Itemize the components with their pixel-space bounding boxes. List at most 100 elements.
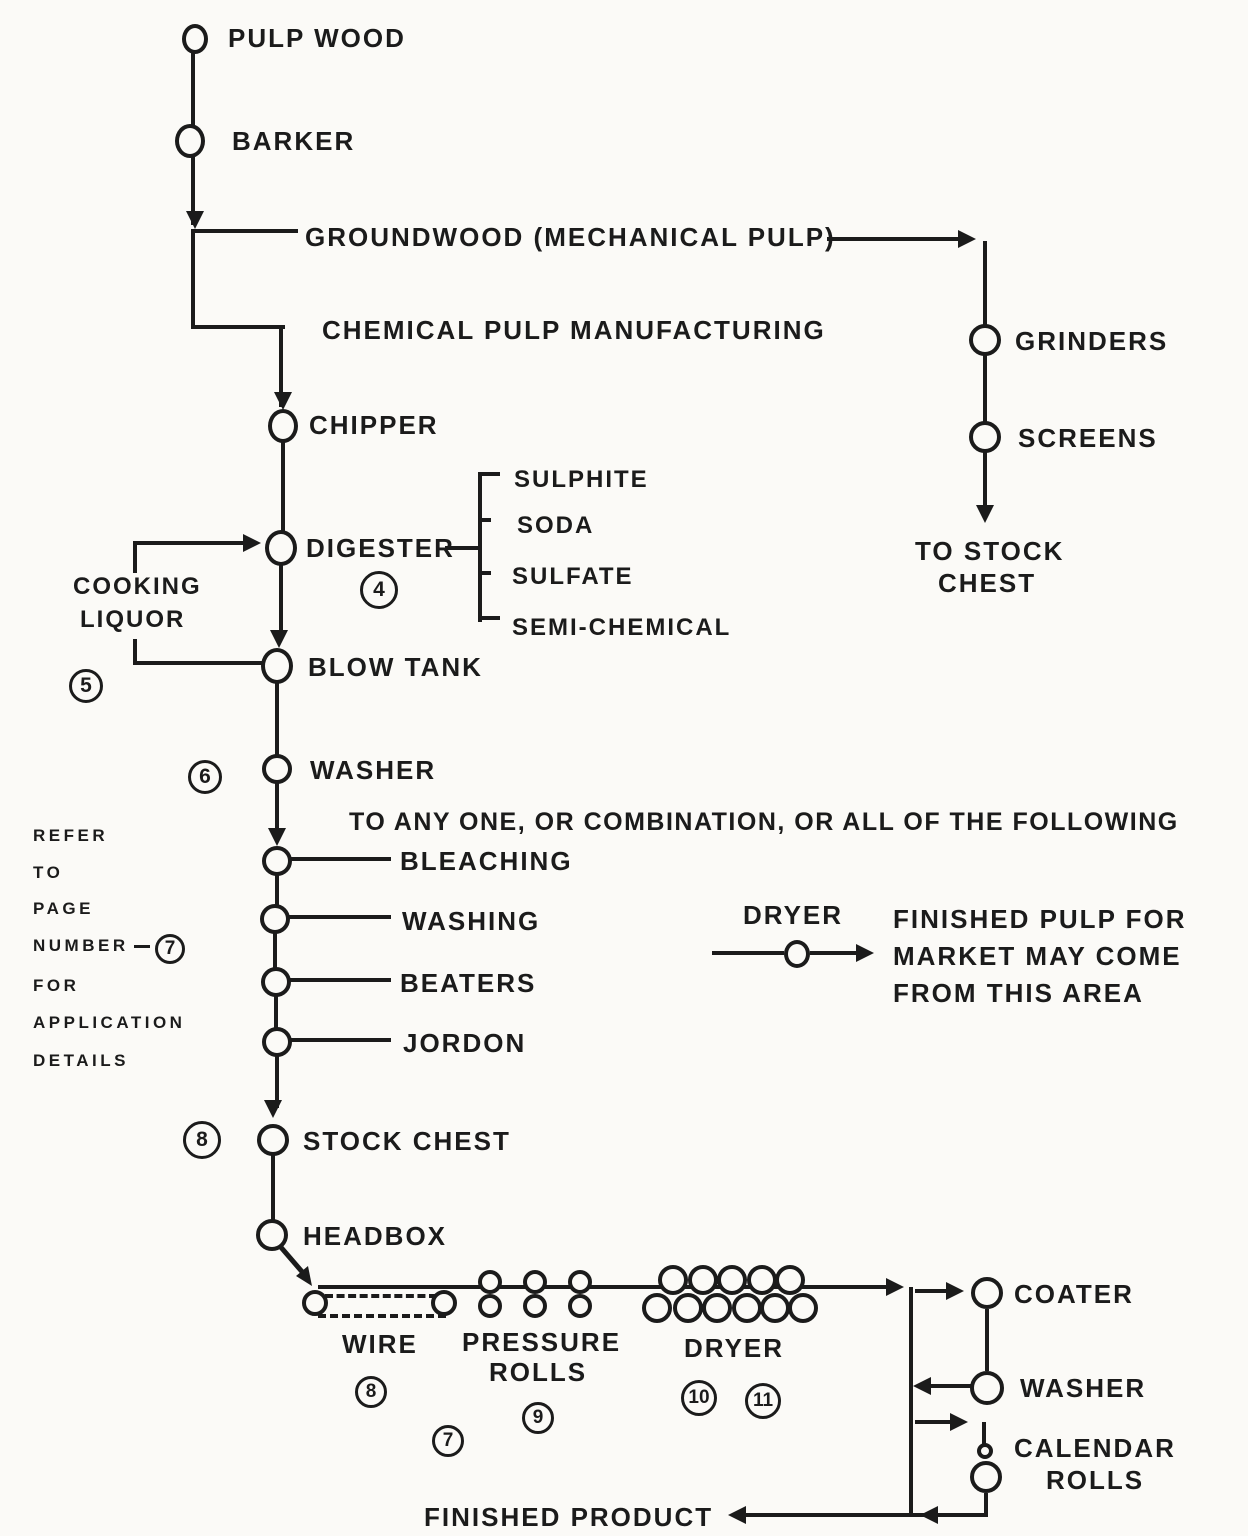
flow-line: [985, 1309, 989, 1371]
refer-note-line: DETAILS: [33, 1051, 129, 1070]
beaters-node: [261, 967, 291, 997]
flow-line: [271, 1155, 275, 1221]
pressure-roll: [478, 1294, 502, 1318]
wire-roll: [302, 1290, 328, 1316]
flow-line: [984, 1493, 988, 1517]
cooking-liquor-line: [133, 543, 137, 573]
refer-note-line: PAGE: [33, 899, 94, 918]
cooking-liquor-label: LIQUOR: [80, 606, 186, 633]
washer-label: WASHER: [310, 755, 437, 785]
cooking-liquor-line: [133, 541, 245, 545]
to-stock-chest-label: TO STOCK: [915, 536, 1065, 566]
barker-label: BARKER: [232, 126, 356, 156]
paper-web-line: [318, 1285, 894, 1289]
flow-line: [915, 1289, 949, 1293]
arrow-right-icon: [886, 1278, 904, 1296]
digester-label: DIGESTER: [306, 533, 455, 563]
to-stock-chest-label: CHEST: [938, 568, 1037, 598]
soda-label: SODA: [517, 512, 595, 539]
dryer-legend-label: DRYER: [743, 900, 844, 930]
dryer-roll: [658, 1265, 688, 1295]
calendar-rolls-label: ROLLS: [1046, 1465, 1145, 1495]
arrow-right-icon: [243, 534, 261, 552]
calendar-roll-large: [970, 1461, 1002, 1493]
flow-line: [279, 564, 283, 636]
headbox-arrow: [277, 1243, 312, 1286]
page-ref-10: 10: [681, 1380, 717, 1416]
pressure-roll: [568, 1294, 592, 1318]
arrow-down-icon: [186, 211, 204, 229]
refer-note-line: NUMBER: [33, 936, 129, 955]
dryer-roll: [702, 1293, 732, 1323]
washing-label: WASHING: [402, 906, 541, 936]
flow-line: [291, 1038, 391, 1042]
page-ref-9: 9: [522, 1402, 554, 1434]
dryer-roll: [788, 1293, 818, 1323]
wire-roll: [431, 1290, 457, 1316]
wire-belt-dashed: [318, 1314, 446, 1318]
digester-bracket: [478, 474, 482, 622]
pressure-roll: [478, 1270, 502, 1294]
sulfate-label: SULFATE: [512, 563, 634, 590]
arrow-right-icon: [950, 1413, 968, 1431]
washer-2-node: [970, 1371, 1004, 1405]
arrow-right-icon: [946, 1282, 964, 1300]
beaters-label: BEATERS: [400, 968, 537, 998]
chemical-pulp-heading: CHEMICAL PULP MANUFACTURING: [322, 315, 826, 345]
pressure-roll: [523, 1294, 547, 1318]
blow-tank-label: BLOW TANK: [308, 652, 483, 682]
flow-line: [275, 1056, 279, 1108]
wire-label: WIRE: [342, 1329, 418, 1359]
calendar-rolls-label: CALENDAR: [1014, 1433, 1176, 1463]
coater-label: COATER: [1014, 1279, 1134, 1309]
wire-belt-dashed: [325, 1294, 437, 1298]
digester-bracket: [478, 571, 491, 575]
dryer-roll: [688, 1265, 718, 1295]
dryer-roll: [717, 1265, 747, 1295]
coater-node: [971, 1277, 1003, 1309]
page-ref-7b: 7: [432, 1425, 464, 1457]
flow-line: [983, 241, 987, 326]
page-ref-11: 11: [745, 1383, 781, 1419]
flow-line: [930, 1384, 972, 1388]
flow-line: [983, 355, 987, 423]
washer-node: [262, 754, 292, 784]
refer-note-line: APPLICATION: [33, 1013, 186, 1032]
arrow-down-icon: [976, 505, 994, 523]
dryer-roll: [642, 1293, 672, 1323]
finished-pulp-note: FINISHED PULP FOR: [893, 904, 1187, 934]
headbox-label: HEADBOX: [303, 1221, 448, 1251]
cooking-liquor-label: COOKING: [73, 573, 202, 600]
arrow-down-icon: [264, 1100, 282, 1118]
arrow-down-icon: [268, 828, 286, 846]
refer-note-line: REFER: [33, 826, 109, 845]
page-ref-8b: 8: [355, 1376, 387, 1408]
refer-pointer-dash: [134, 945, 150, 948]
pulp-wood-label: PULP WOOD: [228, 23, 406, 53]
legend-line: [810, 951, 860, 955]
flow-line: [827, 237, 963, 241]
dryer-roll: [673, 1293, 703, 1323]
washer-2-label: WASHER: [1020, 1373, 1147, 1403]
pressure-rolls-label: ROLLS: [489, 1357, 588, 1387]
arrow-left-icon: [728, 1506, 746, 1524]
chipper-label: CHIPPER: [309, 410, 439, 440]
dryer-roll: [775, 1265, 805, 1295]
grinders-label: GRINDERS: [1015, 326, 1169, 356]
arrow-left-icon: [920, 1506, 938, 1524]
page-ref-7: 7: [155, 934, 185, 964]
flow-line: [744, 1513, 986, 1517]
flow-line: [290, 978, 391, 982]
stock-chest-label: STOCK CHEST: [303, 1126, 511, 1156]
headbox-node: [256, 1219, 288, 1251]
jordon-node: [262, 1027, 292, 1057]
dryer-roll: [732, 1293, 762, 1323]
screens-label: SCREENS: [1018, 423, 1158, 453]
digester-bracket: [478, 472, 500, 476]
jordon-label: JORDON: [403, 1028, 527, 1058]
flow-line: [915, 1420, 963, 1424]
page-ref-4: 4: [360, 571, 398, 609]
dryer-label: DRYER: [684, 1333, 785, 1363]
pressure-roll: [568, 1270, 592, 1294]
